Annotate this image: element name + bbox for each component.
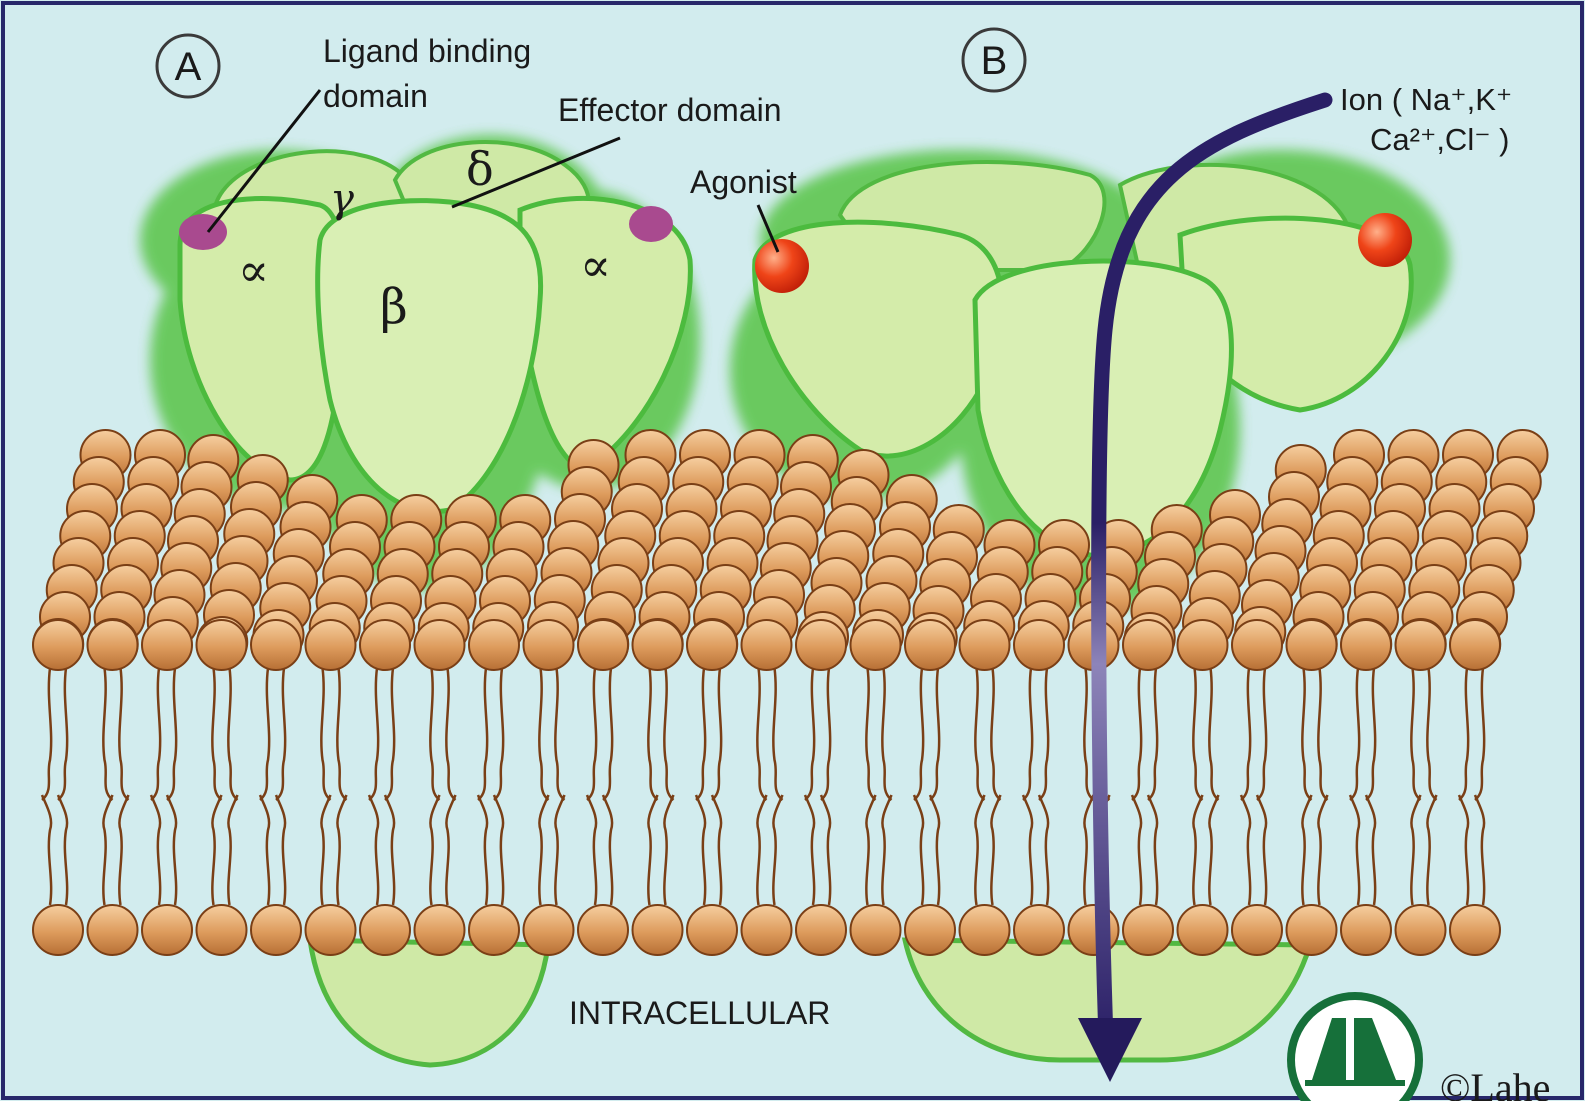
lipid-head xyxy=(1396,905,1446,955)
lipid-head xyxy=(33,620,83,670)
lipid-head xyxy=(742,620,792,670)
lipid-head xyxy=(524,620,574,670)
lipid-head xyxy=(960,620,1010,670)
lipid-head xyxy=(306,620,356,670)
lipid-head xyxy=(1232,620,1282,670)
agonist-label: Agonist xyxy=(690,164,797,200)
lipid-head xyxy=(1123,620,1173,670)
alpha-right-label: ∝ xyxy=(580,238,611,292)
lipid-head xyxy=(524,905,574,955)
upper-lipid-heads xyxy=(33,430,1548,670)
lipid-head xyxy=(905,905,955,955)
agonist-right xyxy=(1358,213,1412,267)
ligand-binding-site-right xyxy=(629,206,673,242)
lipid-head xyxy=(796,620,846,670)
lipid-head xyxy=(1232,905,1282,955)
lipid-head xyxy=(33,905,83,955)
intracellular-label: INTRACELLULAR xyxy=(569,995,830,1031)
ligand-binding-label-line1: Ligand binding xyxy=(323,33,531,69)
lipid-head xyxy=(1178,620,1228,670)
lipid-head xyxy=(142,620,192,670)
lipid-head xyxy=(142,905,192,955)
lipid-head xyxy=(1396,620,1446,670)
lipid-head xyxy=(415,905,465,955)
lipid-head xyxy=(742,905,792,955)
lipid-head xyxy=(88,620,138,670)
lipid-head xyxy=(633,905,683,955)
lipid-head xyxy=(1450,905,1500,955)
panel-a-letter: A xyxy=(175,45,202,89)
lipid-head xyxy=(306,905,356,955)
ion-label-line1: Ion ( Na⁺,K⁺ xyxy=(1340,82,1512,117)
lipid-head xyxy=(796,905,846,955)
lipid-head xyxy=(1287,620,1337,670)
lipid-head xyxy=(687,620,737,670)
lipid-head xyxy=(578,905,628,955)
lipid-head xyxy=(578,620,628,670)
lipid-head xyxy=(1178,905,1228,955)
lipid-head xyxy=(88,905,138,955)
lipid-head xyxy=(960,905,1010,955)
lipid-head xyxy=(1069,905,1119,955)
gamma-label: γ xyxy=(330,176,354,222)
lipid-head xyxy=(687,905,737,955)
beta-label: β xyxy=(380,279,408,335)
lipid-head xyxy=(1341,620,1391,670)
lipid-head xyxy=(197,620,247,670)
lipid-head xyxy=(1014,905,1064,955)
lipid-head xyxy=(360,905,410,955)
publisher-logo xyxy=(1291,996,1419,1101)
effector-domain-label: Effector domain xyxy=(558,92,782,128)
delta-label: δ xyxy=(466,142,494,196)
lipid-head xyxy=(851,620,901,670)
lipid-head xyxy=(1123,905,1173,955)
agonist-left xyxy=(755,239,809,293)
lipid-head xyxy=(633,620,683,670)
lipid-head xyxy=(905,620,955,670)
lipid-head xyxy=(851,905,901,955)
lipid-head xyxy=(360,620,410,670)
ligand-binding-label-line2: domain xyxy=(323,78,428,114)
panel-b-letter: B xyxy=(981,39,1008,83)
lipid-head xyxy=(415,620,465,670)
lipid-head xyxy=(469,905,519,955)
lipid-head xyxy=(1341,905,1391,955)
lipid-head xyxy=(251,620,301,670)
copyright-text: ©Lahe xyxy=(1440,1065,1550,1101)
ion-label-line2: Ca²⁺,Cl⁻ ) xyxy=(1370,122,1510,157)
lipid-head xyxy=(469,620,519,670)
lipid-head xyxy=(251,905,301,955)
lipid-head xyxy=(1287,905,1337,955)
lipid-head xyxy=(1450,620,1500,670)
lipid-head xyxy=(197,905,247,955)
lipid-head xyxy=(1014,620,1064,670)
alpha-left-label: ∝ xyxy=(238,243,269,297)
